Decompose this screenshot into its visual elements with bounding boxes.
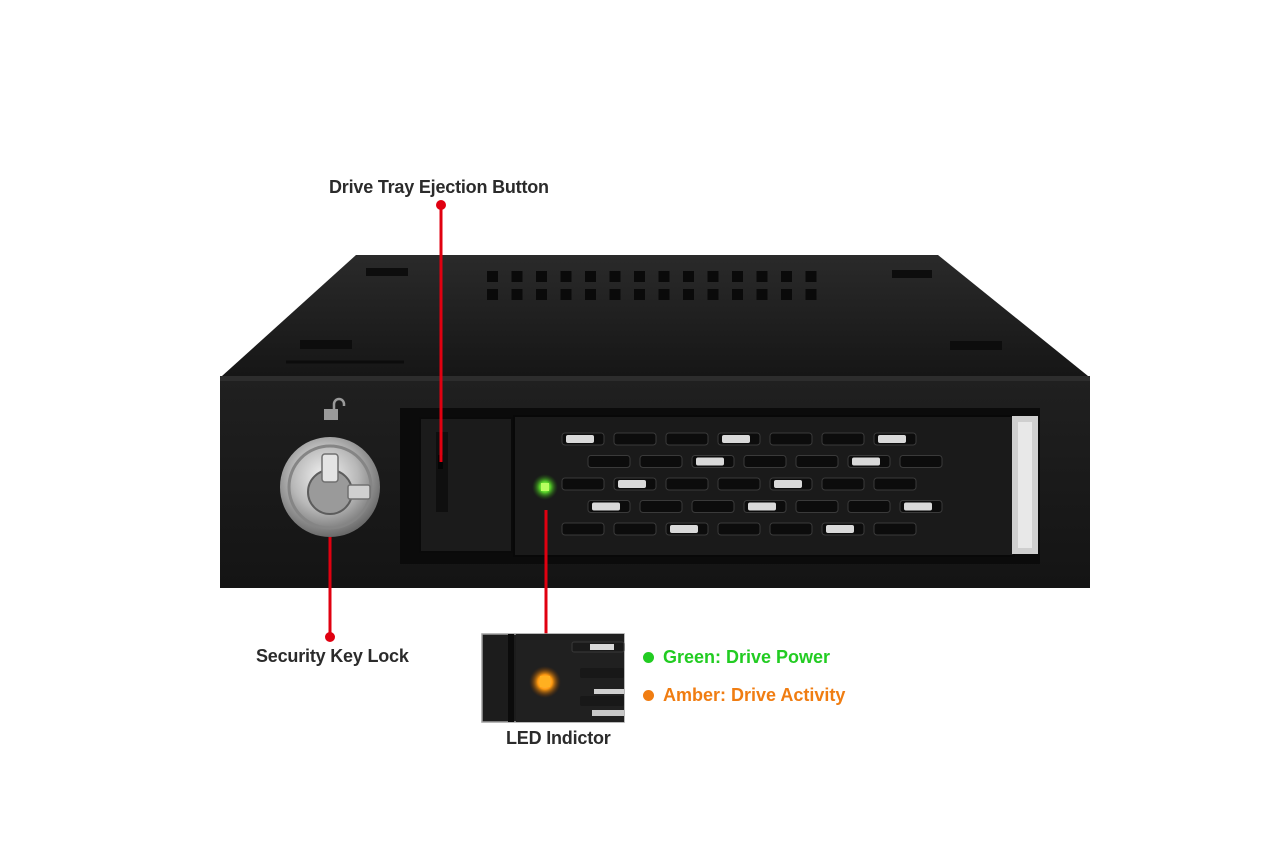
security-key-lock[interactable] [280,437,380,537]
callout-keylock [325,537,335,642]
legend-text-green: Green: Drive Power [663,647,831,667]
legend-item-amber: Amber: Drive Activity [643,685,845,706]
callout-ejection [436,200,446,462]
label-led-indicator: LED Indictor [506,728,611,748]
enclosure-front [220,376,1090,588]
legend-item-green: Green: Drive Power [643,647,830,668]
tray-grille [561,432,943,536]
enclosure-top [222,255,1088,376]
amber-dot-icon [643,690,654,701]
label-ejection-button: Drive Tray Ejection Button [329,177,549,197]
ejection-button[interactable] [419,417,513,553]
legend-text-amber: Amber: Drive Activity [663,685,846,705]
green-dot-icon [643,652,654,663]
unlock-icon [324,397,346,420]
led-inset [481,633,625,723]
top-vents [487,271,817,300]
label-security-key-lock: Security Key Lock [256,646,409,666]
